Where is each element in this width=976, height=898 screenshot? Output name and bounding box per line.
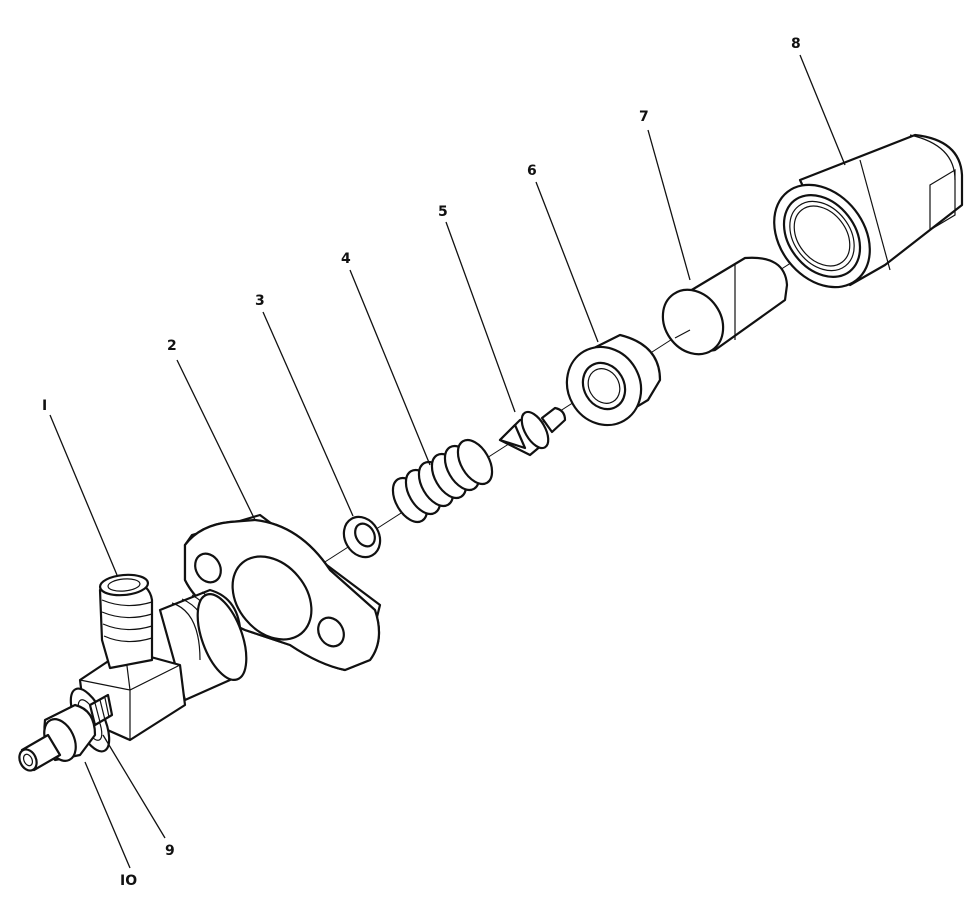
callout-6: 6 <box>527 163 537 179</box>
leader-10 <box>84 761 131 869</box>
leader-5 <box>445 221 516 413</box>
callout-8: 8 <box>791 36 801 52</box>
leader-8 <box>799 54 846 166</box>
callout-4: 4 <box>341 251 351 267</box>
leader-6 <box>535 181 599 343</box>
part-7-cylinder <box>661 256 789 356</box>
callout-labels: I 2 3 4 5 6 7 8 9 IO <box>42 36 801 889</box>
callout-1: I <box>42 398 47 414</box>
leader-lines <box>49 54 846 869</box>
callout-10: IO <box>120 873 137 889</box>
part-3-washer <box>342 515 382 559</box>
part-8-union-nut <box>773 133 964 289</box>
part-6-valve-seat <box>565 333 662 427</box>
callout-9: 9 <box>165 843 175 859</box>
leader-3 <box>262 311 354 517</box>
part-4-spring <box>391 438 494 524</box>
callout-2: 2 <box>167 338 177 354</box>
part-5-delivery-valve <box>498 406 567 457</box>
part-10-nipple <box>18 693 114 772</box>
leader-1 <box>49 414 118 576</box>
callout-5: 5 <box>438 204 448 220</box>
leader-2 <box>176 359 256 521</box>
part-1-pump-body <box>78 573 248 742</box>
leader-4 <box>349 269 431 466</box>
callout-3: 3 <box>255 293 265 309</box>
part-2-flange <box>183 513 382 672</box>
leader-9 <box>102 734 166 839</box>
leader-7 <box>647 129 691 281</box>
callout-7: 7 <box>639 109 649 125</box>
